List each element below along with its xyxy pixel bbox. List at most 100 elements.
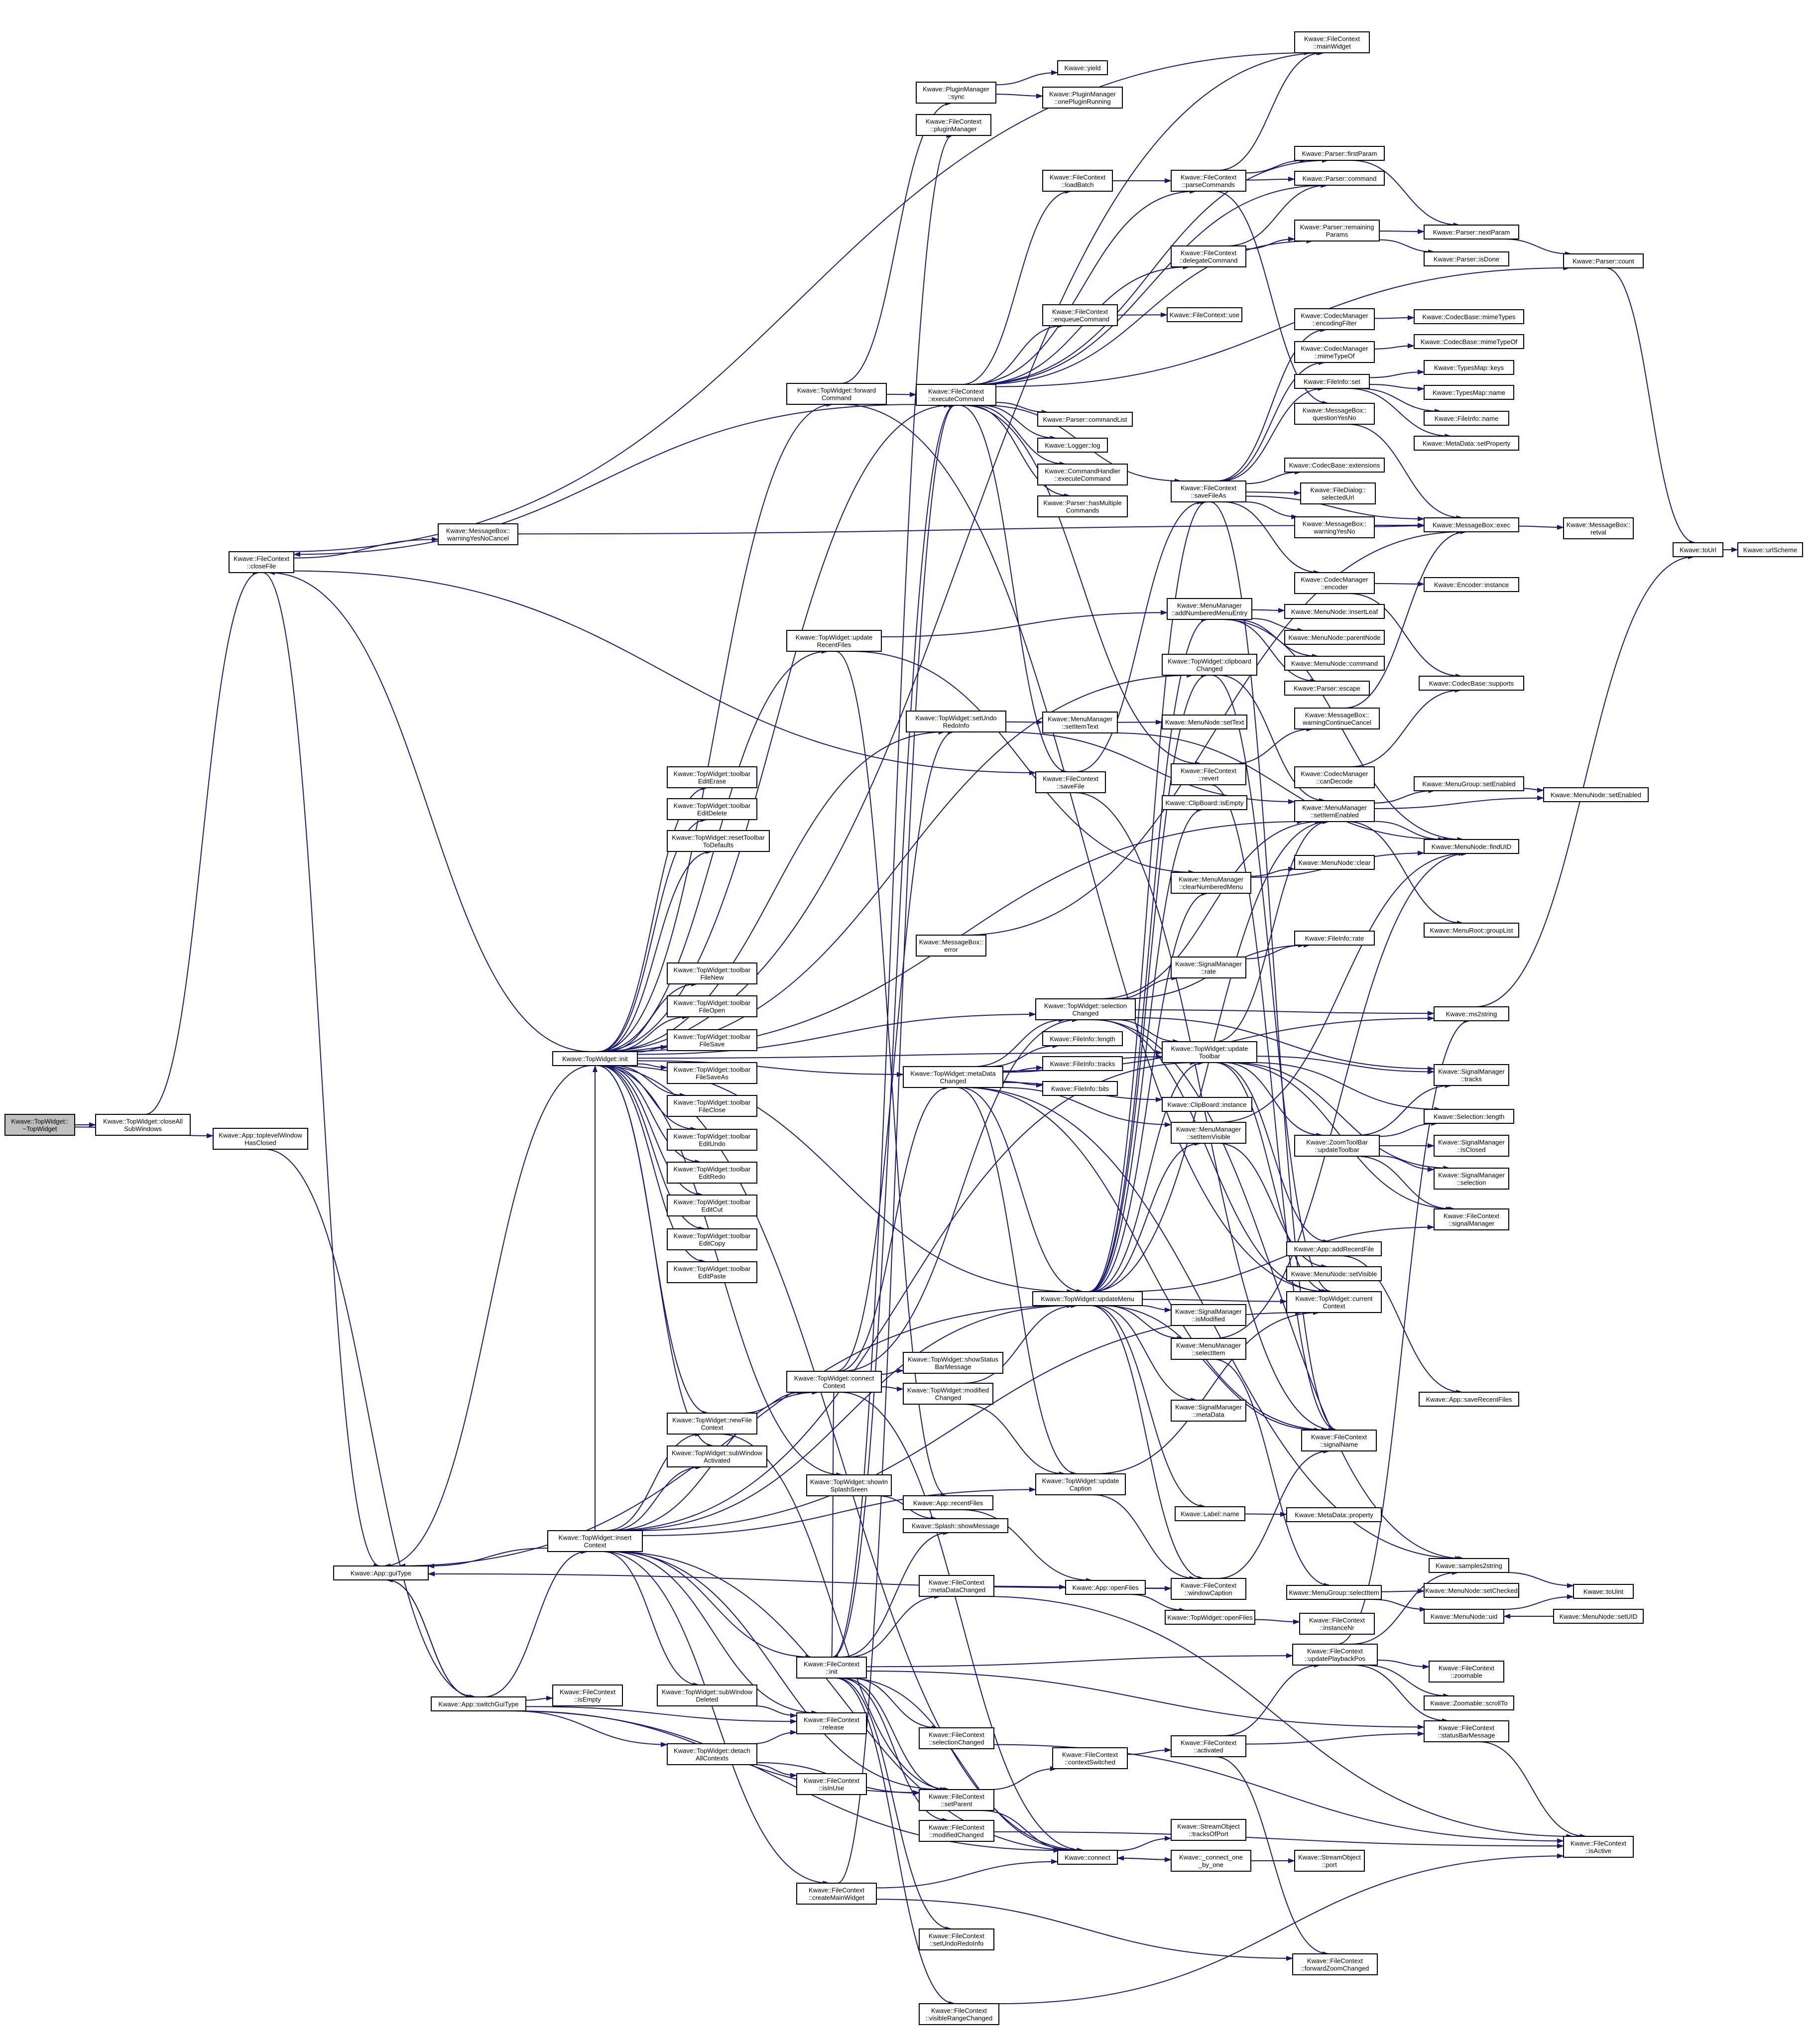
graph-node-ctxSwitched[interactable]: Kwave::FileContext::contextSwitched (1052, 1747, 1128, 1769)
graph-node-release[interactable]: Kwave::FileContext::release (796, 1712, 867, 1734)
graph-node-soPort[interactable]: Kwave::StreamObject::port (1294, 1850, 1365, 1872)
graph-node-cmdList[interactable]: Kwave::Parser::commandList (1037, 412, 1133, 427)
graph-node-fcMetaChanged[interactable]: Kwave::FileContext::metaDataChanged (919, 1575, 994, 1597)
graph-node-parserCmd[interactable]: Kwave::Parser::command (1294, 171, 1385, 186)
graph-node-fcInit[interactable]: Kwave::FileContext::init (796, 1657, 867, 1679)
graph-node-modChangedTW[interactable]: Kwave::TopWidget::modifiedChanged (903, 1383, 993, 1405)
graph-node-mnInsertLeaf[interactable]: Kwave::MenuNode::insertLeaf (1284, 604, 1385, 619)
graph-node-fdSelUrl[interactable]: Kwave::FileDialog::selectedUrl (1300, 482, 1376, 504)
graph-node-mnParentNode[interactable]: Kwave::MenuNode::parentNode (1284, 630, 1385, 645)
graph-node-visRange[interactable]: Kwave::FileContext::visibleRangeChanged (919, 2003, 999, 2025)
graph-node-splashMsg[interactable]: Kwave::Splash::showMessage (903, 1518, 1008, 1533)
graph-node-statusBarMsg[interactable]: Kwave::FileContext::statusBarMessage (1424, 1720, 1509, 1742)
graph-node-firstParam[interactable]: Kwave::Parser::firstParam (1294, 146, 1385, 161)
graph-node-mmAddNum[interactable]: Kwave::MenuManager::addNumberedMenuEntry (1167, 598, 1252, 620)
graph-node-smSelection[interactable]: Kwave::SignalManager::selection (1434, 1168, 1509, 1190)
graph-node-fcUse[interactable]: Kwave::FileContext::use (1167, 307, 1242, 322)
graph-node-parserIsDone[interactable]: Kwave::Parser::isDone (1424, 251, 1509, 266)
graph-node-fiLength[interactable]: Kwave::FileInfo::length (1042, 1031, 1123, 1046)
graph-node-selChanged[interactable]: Kwave::TopWidget::selectionChanged (1035, 998, 1136, 1020)
graph-node-root[interactable]: Kwave::TopWidget::~TopWidget (4, 1114, 75, 1136)
graph-node-ztbUpdate[interactable]: Kwave::ZoomToolBar::updateToolbar (1294, 1135, 1380, 1157)
graph-node-mgSelectItem[interactable]: Kwave::MenuGroup::selectItem (1286, 1585, 1382, 1600)
graph-node-createMain[interactable]: Kwave::FileContext::createMainWidget (796, 1883, 877, 1905)
graph-node-tmName[interactable]: Kwave::TypesMap::name (1424, 385, 1514, 400)
graph-node-isActive[interactable]: Kwave::FileContext::isActive (1563, 1836, 1634, 1858)
graph-node-fcSignalMgr[interactable]: Kwave::FileContext::signalManager (1434, 1208, 1509, 1230)
graph-node-fcSelChanged[interactable]: Kwave::FileContext::selectionChanged (919, 1727, 994, 1749)
graph-node-mrGroupList[interactable]: Kwave::MenuRoot::groupList (1424, 923, 1519, 938)
graph-node-mnSetVisible[interactable]: Kwave::MenuNode::setVisible (1286, 1266, 1382, 1281)
graph-node-recentFiles[interactable]: Kwave::App::recentFiles (903, 1495, 993, 1510)
graph-node-onePlugin[interactable]: Kwave::PluginManager::onePluginRunning (1042, 87, 1123, 109)
graph-node-mmSelectItem[interactable]: Kwave::MenuManager::selectItem (1171, 1338, 1246, 1360)
graph-node-switchGui[interactable]: Kwave::App::switchGuiType (431, 1696, 526, 1711)
graph-node-fcModChanged[interactable]: Kwave::FileContext::modifiedChanged (919, 1820, 994, 1842)
graph-node-updToolbar[interactable]: Kwave::TopWidget::updateToolbar (1162, 1041, 1257, 1063)
graph-node-openFilesTW[interactable]: Kwave::TopWidget::openFiles (1165, 1610, 1255, 1625)
graph-node-mbExec[interactable]: Kwave::MessageBox::exec (1424, 517, 1519, 532)
graph-node-ms2string[interactable]: Kwave::ms2string (1434, 1006, 1509, 1021)
graph-node-fcInstance[interactable]: Kwave::FileContext::instanceNr (1299, 1613, 1375, 1635)
graph-node-setUndoRedo[interactable]: Kwave::TopWidget::setUndoRedoInfo (906, 711, 1006, 732)
graph-node-mnFindUID[interactable]: Kwave::MenuNode::findUID (1424, 839, 1519, 854)
graph-node-fiTracks[interactable]: Kwave::FileInfo::tracks (1042, 1056, 1123, 1071)
graph-node-delegateCmd[interactable]: Kwave::FileContext::delegateCommand (1171, 245, 1246, 267)
graph-node-mbWarnYesNo[interactable]: Kwave::MessageBox::warningYesNo (1294, 516, 1375, 538)
graph-node-mgSetEnabled[interactable]: Kwave::MenuGroup::setEnabled (1414, 776, 1524, 791)
graph-node-nextParam[interactable]: Kwave::Parser::nextParam (1424, 225, 1519, 240)
graph-node-twInit[interactable]: Kwave::TopWidget::init (552, 1051, 638, 1066)
graph-node-cmMimeTypeOf[interactable]: Kwave::CodecManager::mimeTypeOf (1294, 341, 1375, 363)
graph-node-chExec[interactable]: Kwave::CommandHandler::executeCommand (1037, 464, 1128, 485)
graph-node-smTracks[interactable]: Kwave::SignalManager::tracks (1434, 1064, 1509, 1086)
graph-node-isEmptyFC[interactable]: Kwave::FileContext::isEmpty (552, 1684, 623, 1706)
graph-node-execCmd[interactable]: Kwave::FileContext::executeCommand (916, 384, 996, 406)
graph-node-tracksOfPort[interactable]: Kwave::StreamObject::tracksOfPort (1171, 1819, 1246, 1841)
graph-node-fcZoomable[interactable]: Kwave::FileContext::zoomable (1429, 1661, 1504, 1683)
graph-node-saveFileAs[interactable]: Kwave::FileContext::saveFileAs (1171, 481, 1246, 502)
graph-node-smRate[interactable]: Kwave::SignalManager::rate (1171, 957, 1246, 978)
graph-node-setUndoFC[interactable]: Kwave::FileContext::setUndoRedoInfo (919, 1928, 994, 1950)
graph-node-samples2string[interactable]: Kwave::samples2string (1429, 1558, 1509, 1573)
graph-node-mmClearNum[interactable]: Kwave::MenuManager::clearNumberedMenu (1171, 872, 1251, 894)
graph-node-mdSetProperty[interactable]: Kwave::MetaData::setProperty (1414, 436, 1519, 451)
graph-node-mmSetText[interactable]: Kwave::MenuManager::setItemText (1042, 712, 1118, 733)
graph-node-mbQYesNo[interactable]: Kwave::MessageBox::questionYesNo (1294, 403, 1375, 425)
graph-node-clipIsEmpty[interactable]: Kwave::ClipBoard::isEmpty (1162, 795, 1247, 810)
graph-node-smMetaData[interactable]: Kwave::SignalManager::metaData (1171, 1400, 1246, 1422)
graph-node-mnUid[interactable]: Kwave::MenuNode::uid (1424, 1609, 1504, 1624)
graph-node-mmSetEnabled[interactable]: Kwave::MenuManager::setItemEnabled (1294, 800, 1375, 822)
graph-node-connect[interactable]: Kwave::connect (1057, 1850, 1118, 1865)
graph-node-pmSync[interactable]: Kwave::PluginManager::sync (916, 82, 996, 104)
graph-node-mbWarnContCancel[interactable]: Kwave::MessageBox::warningContinueCancel (1294, 708, 1380, 729)
graph-node-clipInstance[interactable]: Kwave::ClipBoard::instance (1162, 1097, 1252, 1112)
graph-node-msgError[interactable]: Kwave::MessageBox::error (916, 935, 986, 957)
graph-node-closeFile[interactable]: Kwave::FileContext::closeFile (229, 551, 294, 573)
graph-node-mnSetUID[interactable]: Kwave::MenuNode::setUID (1553, 1609, 1644, 1624)
graph-node-saveFile[interactable]: Kwave::FileContext::saveFile (1035, 771, 1106, 793)
graph-node-windowCaption[interactable]: Kwave::FileContext::windowCaption (1171, 1578, 1246, 1600)
graph-node-metaChanged[interactable]: Kwave::TopWidget::metaDataChanged (903, 1066, 1003, 1088)
graph-node-fiSet[interactable]: Kwave::FileInfo::set (1294, 374, 1370, 389)
graph-node-pluginMgr[interactable]: Kwave::FileContext::pluginManager (916, 114, 991, 136)
